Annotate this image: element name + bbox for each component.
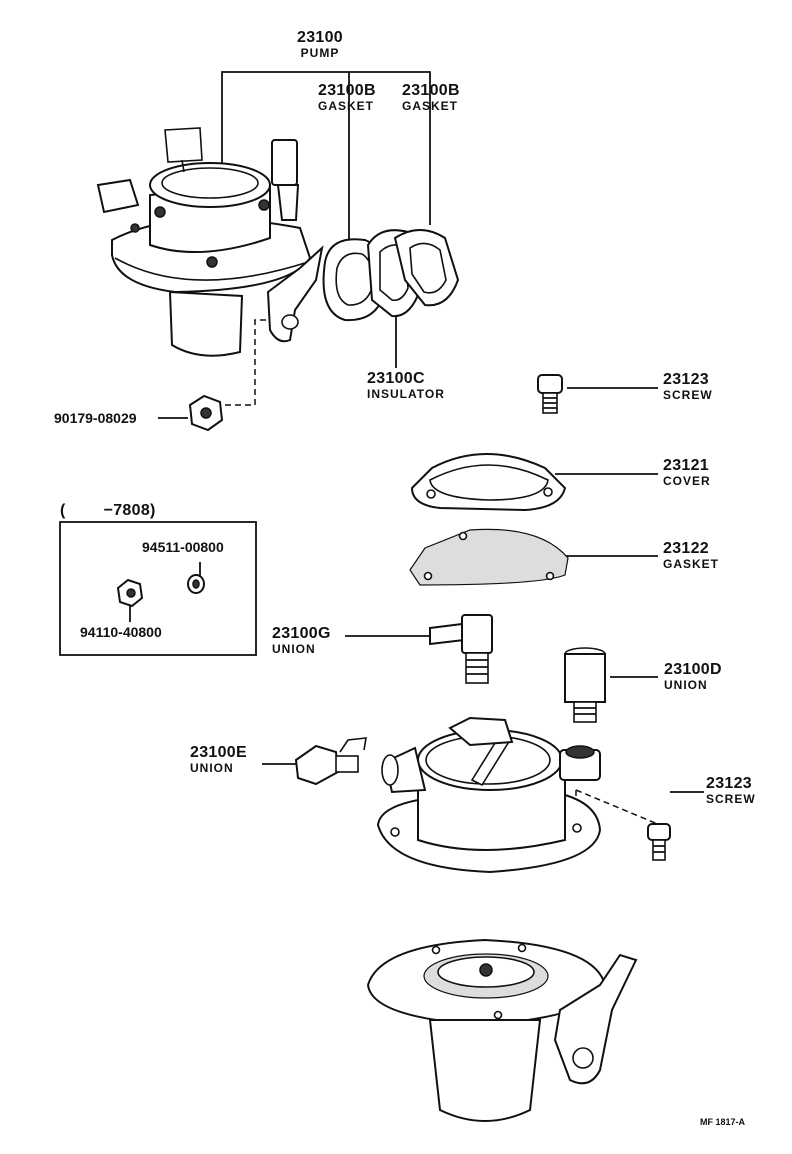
cover-gasket-label: 23122 GASKET [663,540,720,571]
cover-number: 23121 [663,457,709,474]
gasket-a-number: 23100B [318,82,376,99]
insulator-label: 23100C INSULATOR [367,370,445,401]
union-g-number: 23100G [272,625,331,642]
union-e-number: 23100E [190,744,247,761]
union-e-name: UNION [190,761,234,775]
union-d-number: 23100D [664,661,722,678]
pump-name: PUMP [300,46,340,60]
hex-nut-label: 94110-40800 [80,624,162,640]
inset-frame [59,521,257,656]
cover-gasket-number: 23122 [663,540,709,557]
screw-top-shape [537,374,563,414]
union-g-shape [429,614,493,684]
screw-top-name: SCREW [663,388,713,402]
pump-label: 23100 PUMP [297,29,343,60]
gasket-b-name: GASKET [402,99,459,113]
nut-dash-line [225,319,275,406]
drawing-code: MF 1817-A [700,1117,746,1127]
screw-top-number: 23123 [663,371,709,388]
upper-body-shape [376,716,602,874]
lower-body-shape [366,938,638,1122]
screw-bottom-name: SCREW [706,792,756,806]
inset-range-label: ( −7808) [60,502,156,519]
cover-label: 23121 COVER [663,457,711,488]
screw-bottom-number: 23123 [706,775,752,792]
union-g-name: UNION [272,642,316,656]
cover-gasket-name: GASKET [663,557,720,571]
union-e-label: 23100E UNION [190,744,247,775]
cover-gasket-shape [409,528,569,586]
pump-bracket-line [221,71,431,225]
cover-name: COVER [663,474,711,488]
union-d-name: UNION [664,678,708,692]
cover-shape [410,453,567,512]
union-d-shape [564,647,606,723]
screw-bottom-shape [647,823,671,861]
flange-nut [188,394,224,432]
nut-label: 90179-08029 [54,410,137,426]
gasket-set [322,229,460,322]
screw-bottom-label: 23123 SCREW [706,775,756,806]
assembled-pump [96,127,324,357]
union-d-label: 23100D UNION [664,661,722,692]
gasket-b-label: 23100B GASKET [402,82,460,113]
pump-number: 23100 [297,29,343,46]
insulator-number: 23100C [367,370,425,387]
screw-top-label: 23123 SCREW [663,371,713,402]
gasket-b-number: 23100B [402,82,460,99]
union-e-shape [294,737,367,786]
union-g-label: 23100G UNION [272,625,331,656]
washer-label: 94511-00800 [142,539,224,555]
gasket-a-name: GASKET [318,99,375,113]
leader-lines [129,71,704,828]
gasket-a-label: 23100B GASKET [318,82,376,113]
insulator-name: INSULATOR [367,387,445,401]
